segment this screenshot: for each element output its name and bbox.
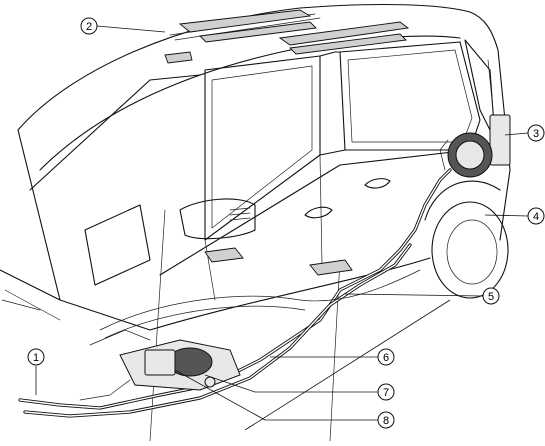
callout-5: 5 [482,287,500,305]
callout-7: 7 [377,383,395,401]
callout-8: 8 [377,411,395,429]
callout-1: 1 [27,348,45,366]
callout-4-label: 4 [533,211,539,223]
callout-6: 6 [377,348,395,366]
callout-2-label: 2 [86,21,92,33]
callout-4: 4 [527,207,545,225]
callout-1-label: 1 [33,352,39,364]
callout-7-label: 7 [383,387,389,399]
piping [18,168,452,418]
leader-lines [35,25,529,431]
callout-8-label: 8 [383,415,389,427]
callout-5-label: 5 [488,291,494,303]
callout-3: 3 [527,124,545,142]
callout-6-label: 6 [383,352,389,364]
front-hvac-unit [79,339,241,401]
callout-3-label: 3 [533,128,539,140]
callout-2: 2 [80,17,98,35]
floor-vents [204,247,353,276]
roof-ventilation-ducts [164,9,410,64]
rear-blower-unit [439,114,511,178]
